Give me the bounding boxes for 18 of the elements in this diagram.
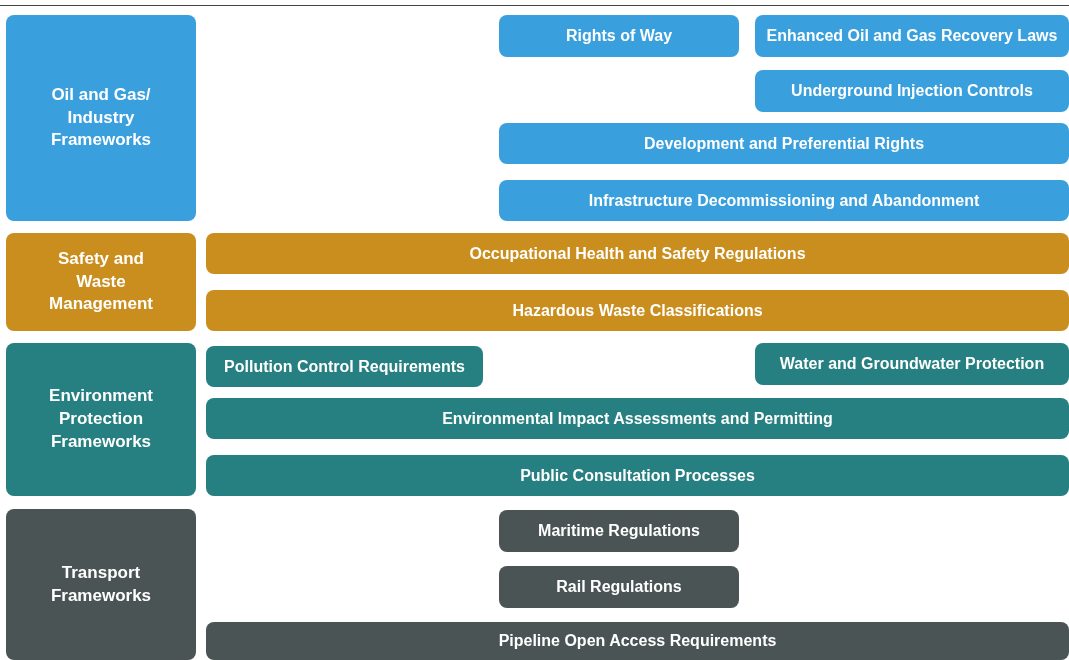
- category-box: Oil and Gas/ Industry Frameworks: [6, 15, 196, 221]
- framework-box: Public Consultation Processes: [206, 455, 1069, 496]
- framework-box: Hazardous Waste Classifications: [206, 290, 1069, 331]
- framework-box: Maritime Regulations: [499, 510, 739, 552]
- category-box: Transport Frameworks: [6, 509, 196, 660]
- framework-box: Underground Injection Controls: [755, 70, 1069, 112]
- framework-box: Development and Preferential Rights: [499, 123, 1069, 164]
- framework-box: Pipeline Open Access Requirements: [206, 622, 1069, 660]
- framework-box: Occupational Health and Safety Regulations: [206, 233, 1069, 274]
- framework-box: Enhanced Oil and Gas Recovery Laws: [755, 15, 1069, 57]
- framework-box: Rail Regulations: [499, 566, 739, 608]
- framework-box: Water and Groundwater Protection: [755, 343, 1069, 385]
- framework-box: Pollution Control Requirements: [206, 346, 483, 387]
- framework-box: Rights of Way: [499, 15, 739, 57]
- framework-box: Infrastructure Decommissioning and Abandonment: [499, 180, 1069, 221]
- category-box: Environment Protection Frameworks: [6, 343, 196, 496]
- category-box: Safety and Waste Management: [6, 233, 196, 331]
- framework-box: Environmental Impact Assessments and Permitting: [206, 398, 1069, 439]
